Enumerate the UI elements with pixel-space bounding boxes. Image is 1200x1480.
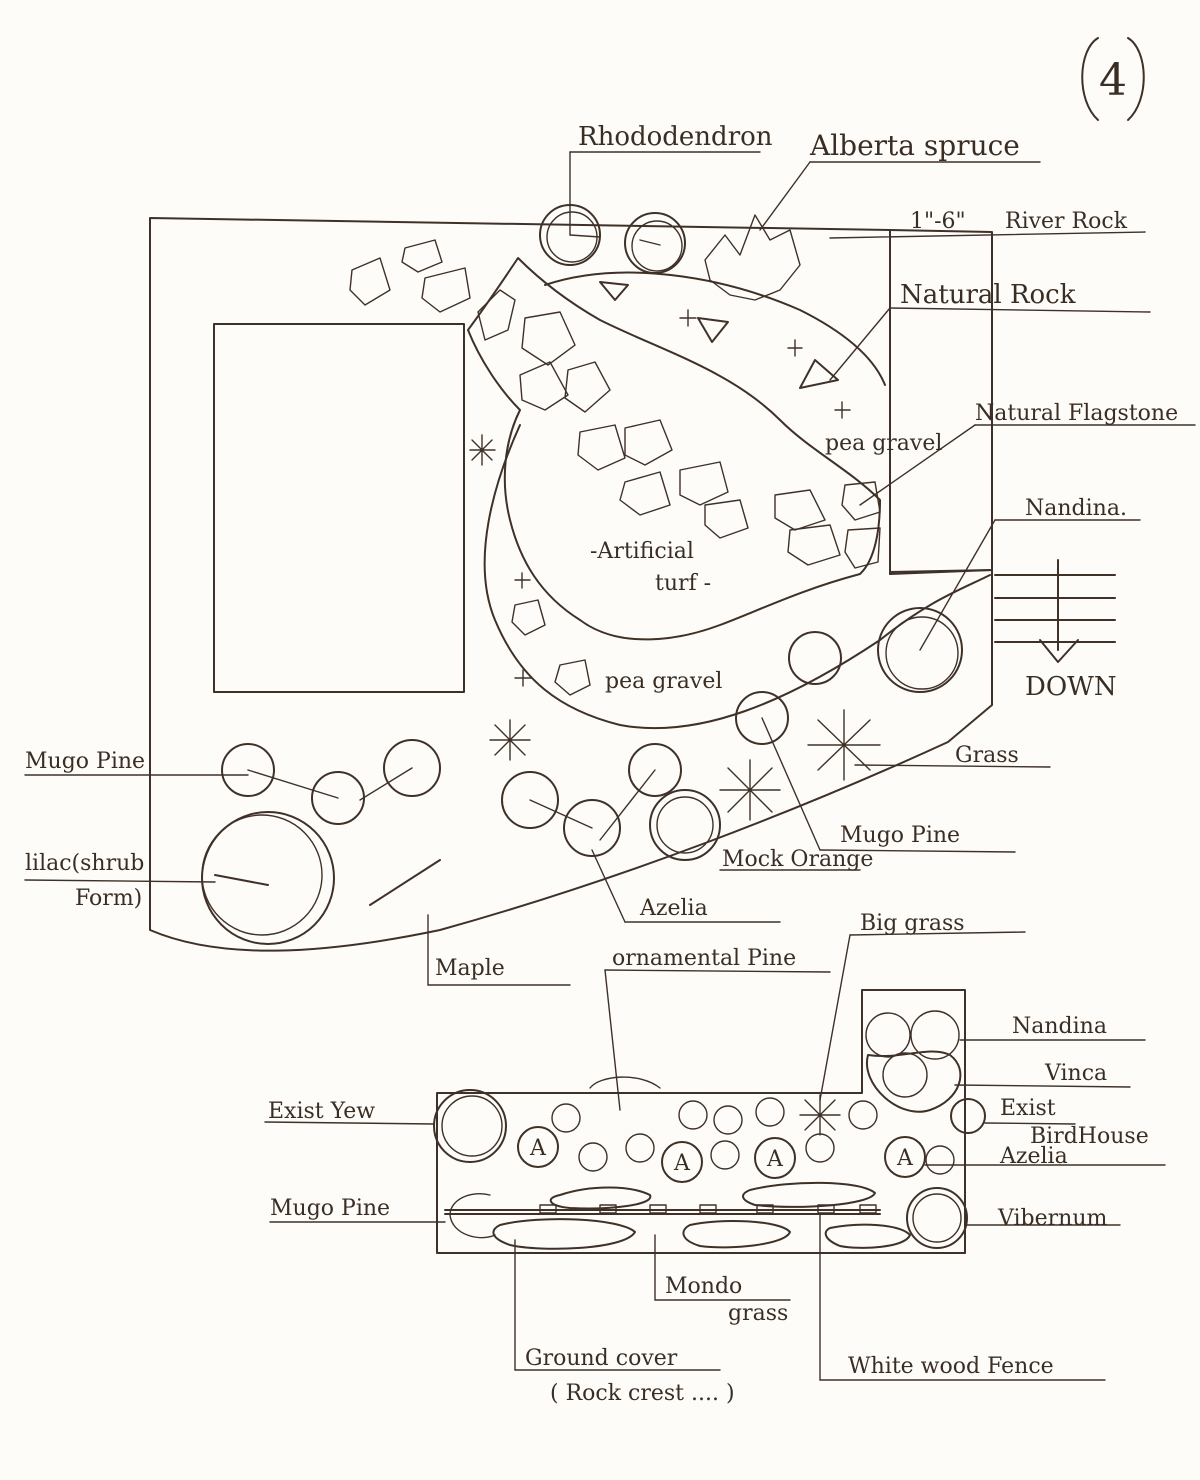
nandina-top-shrub	[877, 607, 963, 693]
label-rhododendron: Rhododendron	[578, 122, 773, 152]
artificial-turf-area	[467, 257, 881, 641]
viburnum-shrub	[906, 1187, 968, 1249]
label-nandina-top: Nandina.	[1025, 496, 1127, 521]
rhododendron-shrubs	[539, 204, 686, 274]
azelia-marker-4	[884, 1136, 926, 1178]
label-pea-gravel-top: pea gravel	[825, 431, 942, 456]
label-river-rock: River Rock	[1005, 209, 1128, 234]
label-exist-birdhouse-2: BirdHouse	[1030, 1124, 1149, 1149]
label-azelia-mid: Azelia	[639, 896, 708, 921]
label-river-rock-size: 1"-6"	[910, 209, 966, 234]
upper-leader-lines	[24, 151, 1196, 986]
label-vinca: Vinca	[1044, 1061, 1107, 1086]
label-artificial-turf-1: -Artificial	[590, 539, 694, 564]
label-artificial-turf-2: turf -	[655, 571, 711, 596]
label-alberta-spruce: Alberta spruce	[809, 129, 1020, 162]
grass-symbols	[469, 309, 881, 821]
label-grass: Grass	[955, 743, 1019, 768]
label-lilac-1: lilac(shrub	[25, 851, 144, 876]
house-rectangle	[213, 323, 465, 693]
maple-tree	[369, 859, 441, 906]
label-mondo-grass-1: Mondo	[665, 1274, 742, 1299]
azelia-marker-1	[517, 1126, 559, 1168]
label-natural-flagstone: Natural Flagstone	[975, 401, 1178, 426]
mugo-pine-lower-symbol	[449, 1193, 496, 1239]
white-wood-fence	[444, 1204, 881, 1215]
label-exist-yew: Exist Yew	[268, 1099, 375, 1124]
mock-orange-shrub	[649, 789, 721, 861]
ground-cover-beds	[492, 1181, 911, 1250]
upper-yard: DOWN	[24, 151, 1196, 986]
page-number: 4	[1099, 55, 1127, 106]
exist-yew-shrub	[433, 1089, 507, 1163]
label-nandina-bottom: Nandina	[1012, 1014, 1107, 1039]
page-number-badge: 4	[1081, 37, 1145, 121]
mugo-pine-shrubs	[221, 739, 441, 825]
azelia-marker-2	[661, 1141, 703, 1183]
label-mondo-grass-2: grass	[728, 1301, 788, 1326]
label-pea-gravel-mid: pea gravel	[605, 669, 722, 694]
label-viburnum: Vibernum	[997, 1206, 1107, 1231]
label-big-grass: Big grass	[860, 911, 965, 936]
label-mock-orange: Mock Orange	[722, 847, 873, 872]
lower-bed: A A A A	[264, 931, 1166, 1381]
label-mugo-pine-right: Mugo Pine	[840, 823, 960, 848]
label-maple: Maple	[435, 956, 505, 981]
plan-labels: Rhododendron Alberta spruce 1"-6" River …	[25, 122, 1178, 1406]
azelia-marker-2-label: A	[673, 1151, 691, 1176]
lower-small-shrubs	[551, 1097, 955, 1175]
azelia-marker-3	[754, 1137, 796, 1179]
stairs-down: DOWN	[994, 559, 1117, 702]
natural-rocks	[599, 281, 839, 389]
label-ground-cover-1: Ground cover	[525, 1346, 678, 1371]
azelia-marker-3-label: A	[766, 1147, 784, 1172]
lower-bed-boundary	[436, 989, 966, 1254]
azelia-markers: A A A A	[517, 1126, 926, 1183]
label-ornamental-pine: ornamental Pine	[612, 946, 796, 971]
label-exist-birdhouse-1: Exist	[1000, 1096, 1056, 1121]
lower-leader-lines	[264, 931, 1166, 1381]
ornamental-pine-symbol	[589, 1076, 661, 1089]
label-white-wood-fence: White wood Fence	[848, 1354, 1054, 1379]
label-mugo-pine-left: Mugo Pine	[25, 749, 145, 774]
lilac-shrub	[201, 811, 335, 945]
azelia-marker-1-label: A	[529, 1136, 547, 1161]
label-azelia-bottom: Azelia	[999, 1144, 1068, 1169]
birdhouse-symbol	[950, 1098, 986, 1134]
label-natural-rock: Natural Rock	[900, 280, 1076, 310]
azelia-marker-4-label: A	[896, 1146, 914, 1171]
big-grass-symbol	[799, 1094, 841, 1136]
label-lilac-2: Form)	[75, 886, 142, 911]
alberta-spruce-symbol	[704, 214, 801, 301]
label-mugo-pine-bottom: Mugo Pine	[270, 1196, 390, 1221]
stairs-down-label: DOWN	[1025, 672, 1117, 702]
nandina-vinca-cluster	[865, 1010, 962, 1113]
label-ground-cover-2: ( Rock crest .... )	[550, 1381, 735, 1406]
flagstone-pavers	[349, 239, 881, 696]
mid-azelia-shrubs	[501, 631, 842, 857]
